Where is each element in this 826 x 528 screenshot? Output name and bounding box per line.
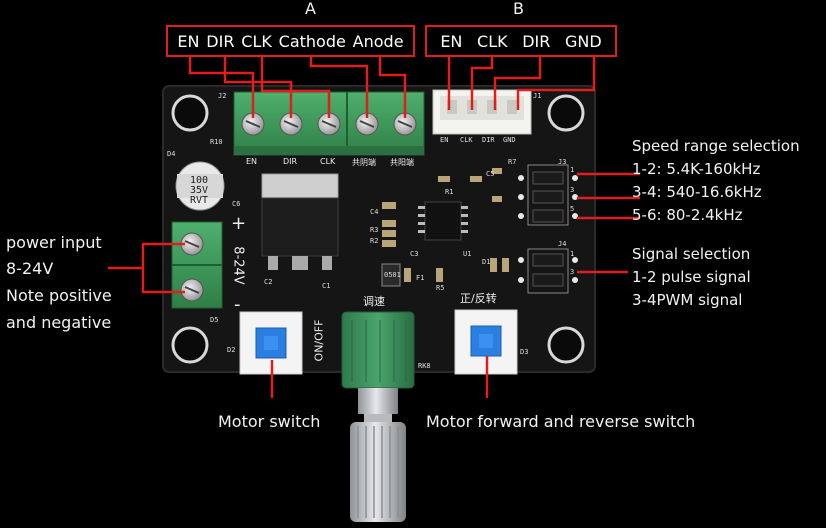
- cap-text-100: 100: [190, 175, 209, 186]
- callout-b-box: EN CLK DIR GND: [425, 25, 617, 57]
- j1-label-dir: DIR: [482, 136, 495, 144]
- callout-lines-b: [447, 57, 596, 110]
- power-note-1: Note positive: [6, 286, 112, 305]
- fuse-f1: [381, 263, 401, 287]
- power-terminal-block: [171, 221, 223, 309]
- designator-j2: J2: [218, 92, 227, 100]
- signal-option-2: 3-4PWM signal: [632, 291, 743, 309]
- power-callout-lines: [108, 242, 185, 294]
- designator-c2: C2: [264, 278, 273, 286]
- j1-label-en: EN: [440, 136, 449, 144]
- j1-label-gnd: GND: [503, 136, 516, 144]
- power-note-2: and negative: [6, 313, 112, 332]
- j3-pin-3: 3: [570, 186, 575, 194]
- jumper-header-j3: [518, 164, 578, 226]
- speed-callout-lines: [577, 172, 640, 220]
- motor-switch-body: [239, 311, 303, 375]
- designator-d2: D2: [227, 346, 236, 354]
- voltage-regulator: [261, 173, 339, 270]
- mounting-holes: [171, 94, 585, 364]
- callout-a-en: EN: [177, 31, 200, 51]
- designator-c6: C6: [232, 200, 241, 208]
- designator-r2: R2: [370, 237, 379, 245]
- signal-option-1: 1-2 pulse signal: [632, 268, 751, 286]
- speed-option-1: 1-2: 5.4K-160kHz: [632, 160, 761, 178]
- callout-b-clk: CLK: [477, 31, 508, 51]
- designator-c4: C4: [370, 208, 379, 216]
- power-block-label: 8-24V: [230, 246, 246, 285]
- designator-j4: J4: [558, 240, 567, 248]
- designator-c5: C5: [486, 170, 495, 178]
- callout-a-cathode: Cathode: [278, 31, 346, 51]
- designator-j1: J1: [533, 92, 542, 100]
- signal-title: Signal selection: [632, 245, 751, 263]
- header-b: B: [513, 0, 524, 18]
- direction-label: 正/反转: [460, 292, 497, 305]
- designator-c3: C3: [410, 250, 419, 258]
- designator-rk8: RK8: [418, 362, 431, 370]
- callout-b-dir: DIR: [522, 31, 551, 51]
- designator-d1: D1: [482, 258, 491, 266]
- designator-r7: R7: [508, 158, 517, 166]
- power-title: power input: [6, 233, 102, 252]
- j3-pin-5: 5: [570, 205, 575, 213]
- speed-knob: [341, 311, 415, 522]
- callout-lines-a: [188, 57, 407, 118]
- designator-r10: R10: [210, 138, 223, 146]
- j4-pin-1: 1: [570, 250, 575, 258]
- fr-switch-body: [454, 309, 518, 375]
- j2-label-clk: CLK: [320, 157, 336, 166]
- designator-r5: R5: [436, 284, 445, 292]
- j1-label-clk: CLK: [460, 136, 473, 144]
- designator-j3: J3: [558, 158, 567, 166]
- motor-switch-label: Motor switch: [218, 412, 321, 431]
- cap-text-rvt: RVT: [190, 195, 209, 206]
- designator-d5: D5: [210, 316, 219, 324]
- designator-d4: D4: [167, 150, 176, 158]
- designator-f1: F1: [416, 274, 425, 282]
- knob-label: 调速: [363, 295, 385, 308]
- designator-r3: R3: [370, 226, 379, 234]
- power-voltage: 8-24V: [6, 259, 54, 278]
- fr-switch-label: Motor forward and reverse switch: [426, 412, 696, 431]
- designator-d3: D3: [520, 348, 529, 356]
- jumper-header-j4: [518, 248, 578, 294]
- designator-u1: U1: [463, 250, 472, 258]
- fuse-code: 0501: [384, 271, 401, 279]
- callout-a-anode: Anode: [352, 31, 404, 51]
- power-plus-sign: +: [231, 213, 247, 234]
- callout-b-en: EN: [440, 31, 463, 51]
- callout-a-clk: CLK: [241, 31, 272, 51]
- callout-b-gnd: GND: [565, 31, 602, 51]
- j2-label-en: EN: [246, 157, 258, 166]
- speed-option-2: 3-4: 540-16.6kHz: [632, 183, 762, 201]
- callout-a-dir: DIR: [206, 31, 235, 51]
- speed-option-3: 5-6: 80-2.4kHz: [632, 206, 743, 224]
- header-a: A: [305, 0, 316, 18]
- capacitor-c6: [175, 161, 225, 211]
- onoff-label: ON/OFF: [312, 319, 326, 362]
- j2-label-cathode: 共阴端: [352, 158, 376, 167]
- designator-c1: C1: [322, 282, 331, 290]
- smd-components: [382, 168, 509, 282]
- cap-text-35v: 35V: [190, 185, 209, 196]
- j3-pin-1: 1: [570, 166, 575, 174]
- power-minus-sign: -: [234, 294, 241, 315]
- j4-pin-3: 3: [570, 268, 575, 276]
- j2-label-dir: DIR: [283, 157, 298, 166]
- designator-r1: R1: [445, 188, 454, 196]
- ic-chip: [418, 201, 468, 241]
- speed-title: Speed range selection: [632, 137, 800, 155]
- callout-a-box: EN DIR CLK Cathode Anode: [166, 25, 415, 57]
- terminal-screws: [241, 112, 417, 136]
- j2-label-anode: 共阳端: [390, 158, 414, 167]
